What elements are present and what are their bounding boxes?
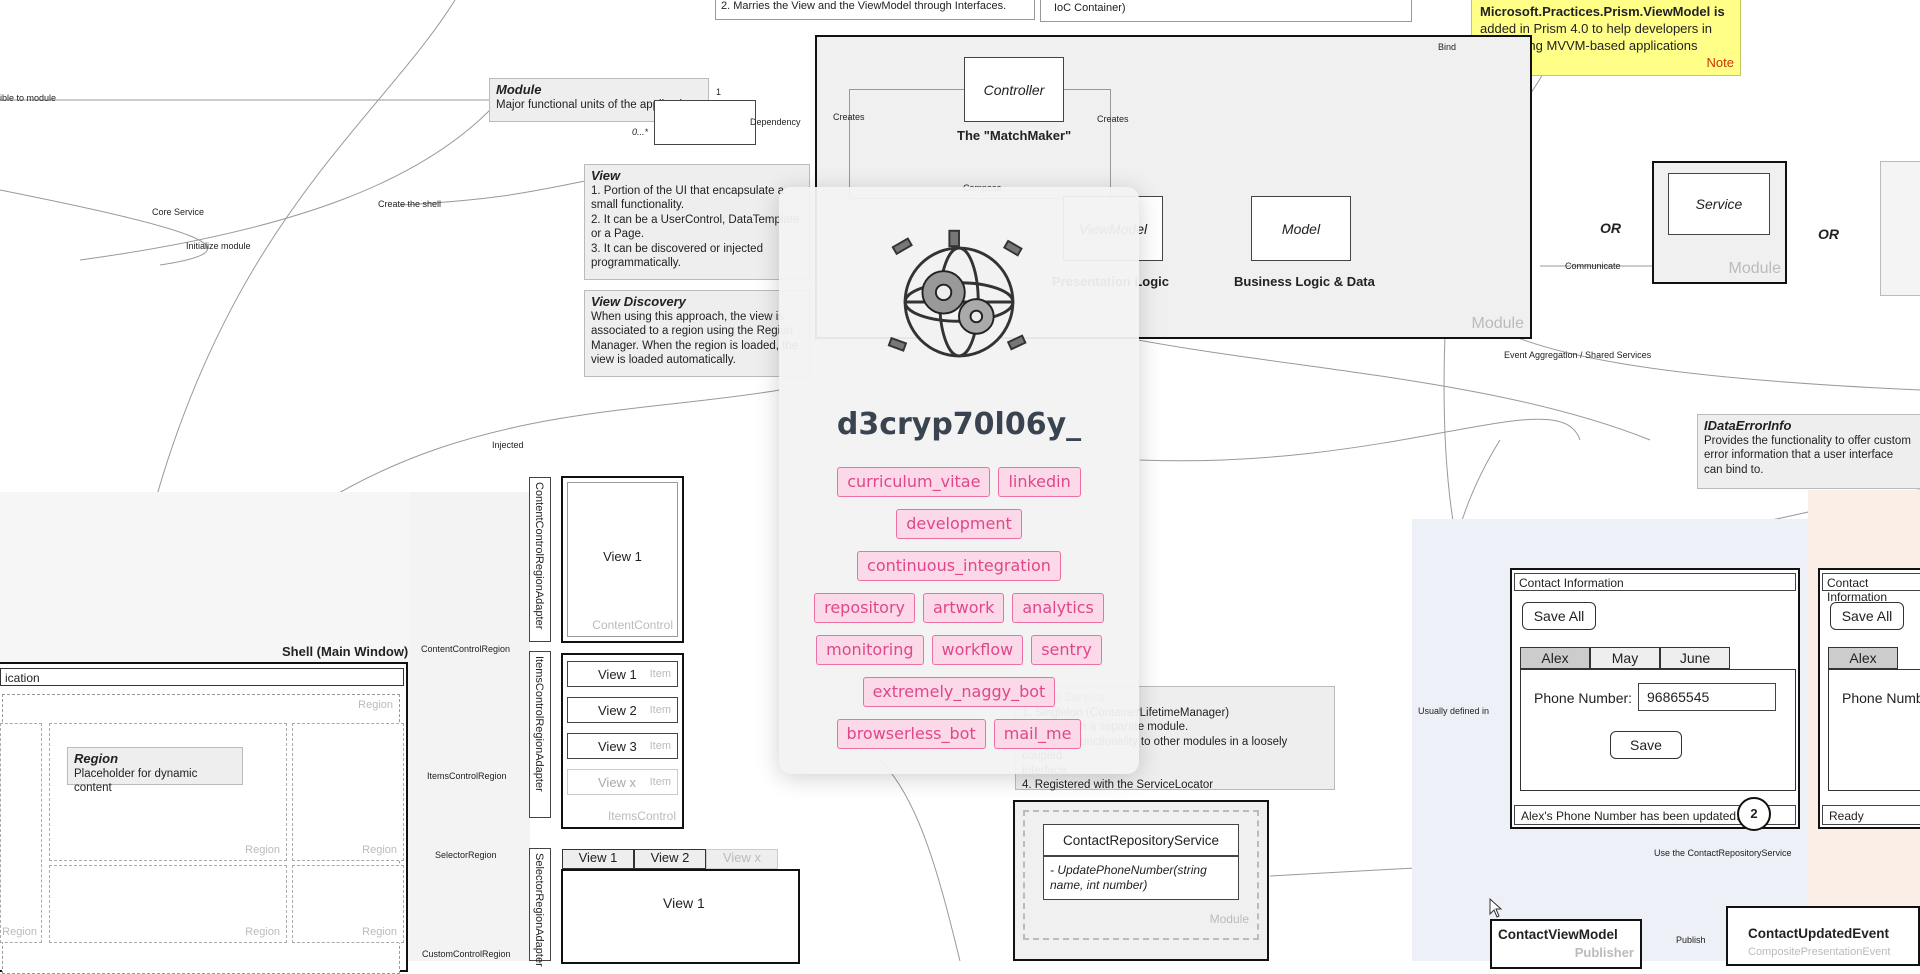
contact-info-window-1: Contact Information Save All Alex May Ju… <box>1510 568 1800 829</box>
selector-content: View 1 <box>561 869 800 964</box>
custom-control-region-label: CustomControlRegion <box>422 949 511 959</box>
event-aggregation-label: Event Aggregation / Shared Services <box>1504 350 1652 360</box>
creates-label: Creates <box>833 112 865 122</box>
phone-number-label-2: Phone Number <box>1842 690 1920 706</box>
satellite-globe-gear-logo <box>887 229 1027 358</box>
tab-alex-2[interactable]: Alex <box>1828 647 1898 669</box>
model-box: Model <box>1251 196 1351 261</box>
profile-card: d3cryp70l06y_ curriculum_vitae linkedin … <box>779 187 1139 774</box>
creates-label-2: Creates <box>1097 114 1129 124</box>
selector-region-label: SelectorRegion <box>435 850 497 860</box>
view-note: View 1. Portion of the UI that encapsula… <box>584 164 810 280</box>
content-control-adapter: ContentControlRegionAdapter <box>529 477 551 642</box>
view-discovery-note: View Discovery When using this approach,… <box>584 290 810 377</box>
items-control-adapter: ItemsControlRegionAdapter <box>529 651 551 818</box>
matchmaker-label: The "MatchMaker" <box>957 128 1072 143</box>
use-contact-repo-label: Use the ContactRepositoryService <box>1654 848 1792 858</box>
initialize-module-label: Initialize module <box>186 241 251 251</box>
publish-label: Publish <box>1676 935 1706 945</box>
service-module-box: Service Module <box>1652 161 1787 284</box>
shell-title: Shell (Main Window) <box>282 644 409 659</box>
tab-june[interactable]: June <box>1660 647 1730 669</box>
save-all-button-2[interactable]: Save All <box>1830 602 1904 630</box>
tag-browserless-bot[interactable]: browserless_bot <box>836 719 986 749</box>
repository-module-box: ContactRepositoryService - UpdatePhoneNu… <box>1013 800 1269 961</box>
contact-updated-event-box: ContactUpdatedEvent CompositePresentatio… <box>1726 906 1920 966</box>
create-shell-label: Create the shell <box>378 199 442 209</box>
card-title: d3cryp70l06y_ <box>836 407 1082 442</box>
tab-alex[interactable]: Alex <box>1520 647 1590 669</box>
dependency-label: Dependency <box>750 117 801 127</box>
selector-tab-x: View x <box>706 849 778 869</box>
step-badge: 2 <box>1737 797 1771 831</box>
idataerrorinfo-note: IDataErrorInfo Provides the functionalit… <box>1697 414 1920 489</box>
tag-monitoring[interactable]: monitoring <box>816 635 924 665</box>
core-service-label: Core Service <box>152 207 205 217</box>
note-label: Note <box>1706 55 1734 70</box>
tag-repository[interactable]: repository <box>814 593 915 623</box>
injected-label: Injected <box>492 440 524 450</box>
contact-viewmodel-box: ContactViewModel Publisher <box>1490 919 1642 969</box>
save-button[interactable]: Save <box>1610 731 1682 759</box>
controller-box: Controller <box>964 57 1064 122</box>
tag-curriculum-vitae[interactable]: curriculum_vitae <box>837 467 991 497</box>
selector-tab-1: View 1 <box>562 849 634 869</box>
tag-extremely-naggy-bot[interactable]: extremely_naggy_bot <box>862 677 1056 707</box>
tag-linkedin[interactable]: linkedin <box>998 467 1081 497</box>
tag-artwork[interactable]: artwork <box>923 593 1005 623</box>
tag-workflow[interactable]: workflow <box>931 635 1024 665</box>
tag-development[interactable]: development <box>896 509 1022 539</box>
top-text-marries: 2. Marries the View and the ViewModel th… <box>721 0 1007 12</box>
selector-tab-2: View 2 <box>634 849 706 869</box>
or-label-2: OR <box>1818 226 1839 242</box>
tag-analytics[interactable]: analytics <box>1012 593 1104 623</box>
tag-mail-me[interactable]: mail_me <box>993 719 1082 749</box>
content-control-box: View 1 ContentControl <box>561 476 684 643</box>
multiplicity-0n: 0...* <box>632 127 649 137</box>
tab-may[interactable]: May <box>1590 647 1660 669</box>
tag-sentry[interactable]: sentry <box>1031 635 1102 665</box>
mouse-cursor-icon <box>1489 898 1503 918</box>
phone-number-label: Phone Number: <box>1534 690 1633 706</box>
bind-label: Bind <box>1438 42 1457 52</box>
selector-adapter: SelectorRegionAdapter <box>529 848 551 967</box>
tag-list: curriculum_vitae linkedin development co… <box>807 467 1111 749</box>
business-logic-label: Business Logic & Data <box>1234 274 1375 289</box>
items-control-region-label: ItemsControlRegion <box>427 771 507 781</box>
region-note: Region Placeholder for dynamic content <box>67 747 243 794</box>
multiplicity-1: 1 <box>716 87 722 97</box>
tag-continuous-integration[interactable]: continuous_integration <box>857 551 1061 581</box>
or-label: OR <box>1600 220 1621 236</box>
usually-defined-label: Usually defined in <box>1418 706 1490 716</box>
phone-number-input[interactable]: 96865545 <box>1638 683 1776 711</box>
contact-info-window-2: Contact Information Save All Alex Phone … <box>1818 568 1920 829</box>
top-text-ioc: IoC Container) <box>1054 2 1126 14</box>
items-control-box: View 1 Item View 2 Item View 3 Item View… <box>561 653 684 829</box>
visible-to-module-label: ible to module <box>0 93 57 103</box>
status-text: Alex's Phone Number has been updated. <box>1521 809 1740 823</box>
content-control-region-label: ContentControlRegion <box>421 644 511 654</box>
save-all-button[interactable]: Save All <box>1522 602 1596 630</box>
communicate-label: Communicate <box>1565 261 1621 271</box>
